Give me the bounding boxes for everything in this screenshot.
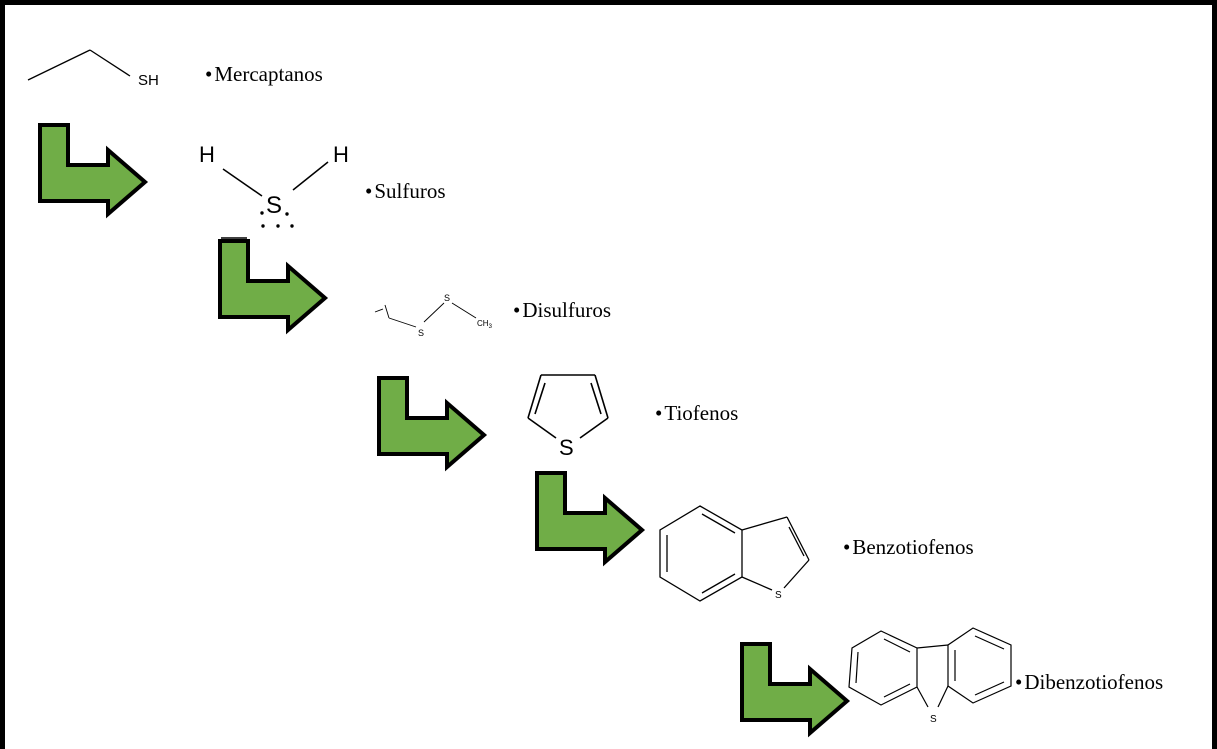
sulfuro-structure (221, 161, 329, 239)
bullet: • (655, 401, 663, 425)
bullet: • (513, 298, 521, 322)
step-arrow-4 (535, 471, 644, 564)
step-arrow-2 (218, 239, 327, 332)
step-arrow-5 (740, 642, 849, 735)
dibenzotiofeno-structure (848, 627, 1012, 708)
sh-text: SH (138, 72, 159, 89)
s-text: S (266, 192, 282, 219)
disulfide-s1-text: S (418, 328, 424, 338)
label-sulfuros: •Sulfuros (365, 179, 446, 203)
ch3-text: CH3 (477, 319, 493, 330)
benzotiofeno-structure (659, 505, 810, 602)
bullet: • (365, 179, 373, 203)
benzotiofeno-s-text: S (775, 590, 782, 601)
h-left-text: H (199, 142, 215, 167)
step-arrow-1 (38, 123, 147, 216)
lone-pair-dots (260, 211, 294, 228)
label-benzotiofenos: •Benzotiofenos (843, 535, 974, 559)
bullet: • (843, 535, 851, 559)
label-tiofenos: •Tiofenos (655, 401, 739, 425)
bullet: • (205, 62, 213, 86)
h-right-text: H (333, 142, 349, 167)
disulfuro-structure (374, 302, 477, 328)
label-disulfuros: •Disulfuros (513, 298, 612, 322)
tiofeno-s-text: S (559, 435, 574, 460)
mercaptano-structure (27, 49, 131, 81)
bullet: • (1015, 670, 1023, 694)
label-mercaptanos: •Mercaptanos (205, 62, 323, 86)
label-dibenzotiofenos: •Dibenzotiofenos (1015, 670, 1164, 694)
disulfide-s2-text: S (444, 293, 450, 303)
step-arrow-3 (377, 376, 486, 469)
tiofeno-structure (527, 374, 609, 439)
dibenzotiofeno-s-text: S (930, 714, 937, 725)
